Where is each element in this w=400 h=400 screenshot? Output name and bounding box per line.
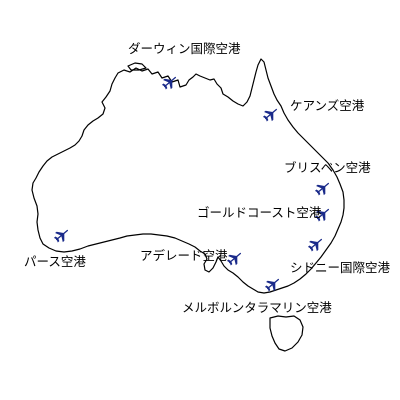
- airport-marker-brisbane[interactable]: [313, 179, 332, 198]
- tasmania-outline: [269, 315, 304, 352]
- airport-marker-cairns[interactable]: [261, 105, 280, 124]
- airplane-icon: [262, 108, 278, 122]
- australia-mainland-outline: [31, 58, 345, 294]
- airplane-icon: [307, 238, 323, 252]
- melville-island-outline: [127, 62, 147, 71]
- airport-label-gold-coast: ゴールドコースト空港: [197, 205, 322, 220]
- airplane-icon: [161, 76, 177, 90]
- airport-label-melbourne: メルボルンタラマリン空港: [182, 300, 332, 315]
- airport-marker-sydney[interactable]: [306, 235, 325, 254]
- airport-label-cairns: ケアンズ空港: [290, 98, 365, 113]
- airport-marker-perth[interactable]: [52, 226, 71, 245]
- airport-label-darwin: ダーウィン国際空港: [128, 41, 241, 56]
- airplane-icon: [314, 182, 330, 196]
- airport-label-adelaide: アデレード空港: [140, 248, 228, 263]
- airport-label-sydney: シドニー国際空港: [290, 260, 391, 275]
- airport-label-perth: パース空港: [24, 254, 86, 269]
- airport-label-brisbane: ブリスベン空港: [284, 160, 371, 175]
- airport-marker-darwin[interactable]: [160, 73, 179, 92]
- airport-marker-melbourne[interactable]: [263, 275, 282, 294]
- airplane-icon: [53, 229, 69, 243]
- airplane-icon: [226, 252, 242, 266]
- airplane-icon: [264, 278, 280, 292]
- airport-marker-gold-coast[interactable]: [313, 205, 332, 224]
- airport-marker-adelaide[interactable]: [225, 249, 244, 268]
- airplane-icon: [314, 208, 330, 222]
